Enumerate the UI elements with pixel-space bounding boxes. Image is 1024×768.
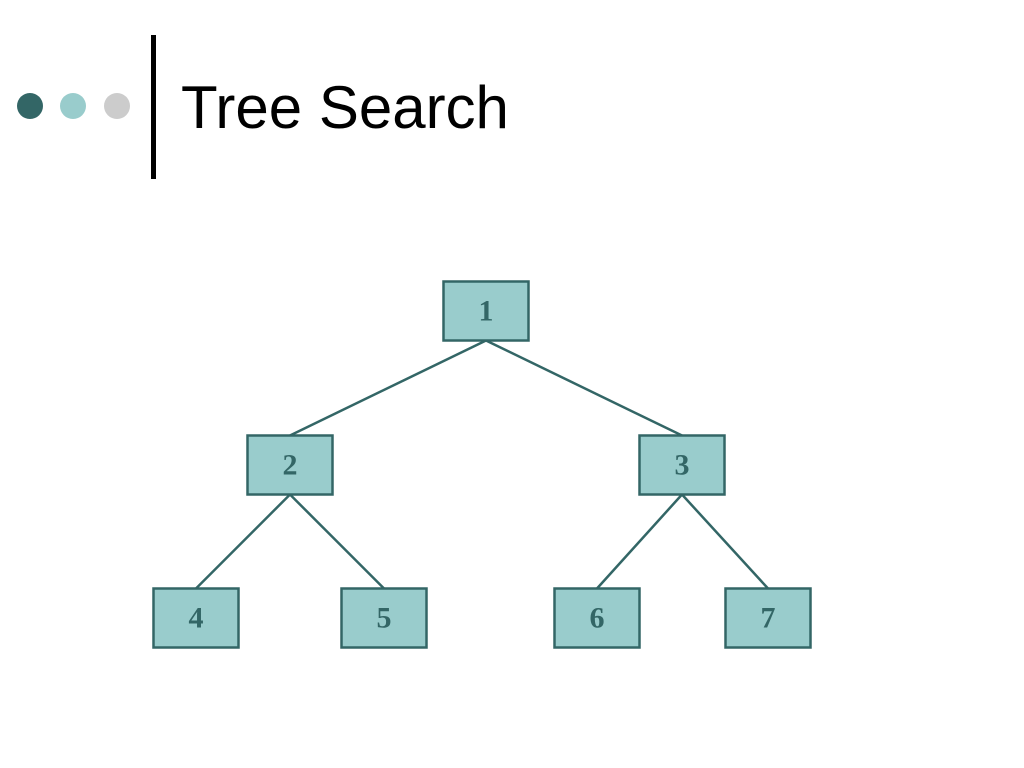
- slide-title: Tree Search: [181, 74, 509, 141]
- title-divider: [151, 35, 156, 179]
- tree-edges: [195, 339, 769, 590]
- tree-node-box: [246, 434, 334, 496]
- dot-light-icon: [60, 93, 86, 119]
- tree-nodes: 1 2 3 4 5 6 7: [152, 280, 812, 649]
- tree-node-box: [638, 434, 726, 496]
- tree-node-label: 3: [675, 449, 690, 482]
- tree-node-label: 2: [283, 449, 298, 482]
- tree-edge-2-5: [289, 493, 385, 590]
- tree-node-box: [152, 587, 240, 649]
- tree-node-label: 4: [189, 602, 204, 635]
- tree-edge-3-6: [596, 493, 683, 590]
- tree-node-3: 3: [638, 434, 726, 496]
- tree-node-6: 6: [553, 587, 641, 649]
- tree-node-label: 6: [590, 602, 605, 635]
- tree-node-label: 7: [761, 602, 776, 635]
- dot-gray-icon: [104, 93, 130, 119]
- tree-edge-1-3: [485, 339, 683, 437]
- tree-node-box: [553, 587, 641, 649]
- tree-node-4: 4: [152, 587, 240, 649]
- tree-edge-2-4: [195, 493, 291, 590]
- tree-node-label: 1: [479, 295, 494, 328]
- tree-node-7: 7: [724, 587, 812, 649]
- tree-node-box: [442, 280, 530, 342]
- tree-node-1: 1: [442, 280, 530, 342]
- tree-node-box: [724, 587, 812, 649]
- tree-node-box: [340, 587, 428, 649]
- dot-dark-icon: [17, 93, 43, 119]
- tree-node-2: 2: [246, 434, 334, 496]
- tree-edge-3-7: [681, 493, 769, 590]
- title-bullet-dots: [16, 93, 136, 121]
- tree-node-label: 5: [377, 602, 392, 635]
- tree-edge-1-2: [289, 339, 487, 437]
- tree-node-5: 5: [340, 587, 428, 649]
